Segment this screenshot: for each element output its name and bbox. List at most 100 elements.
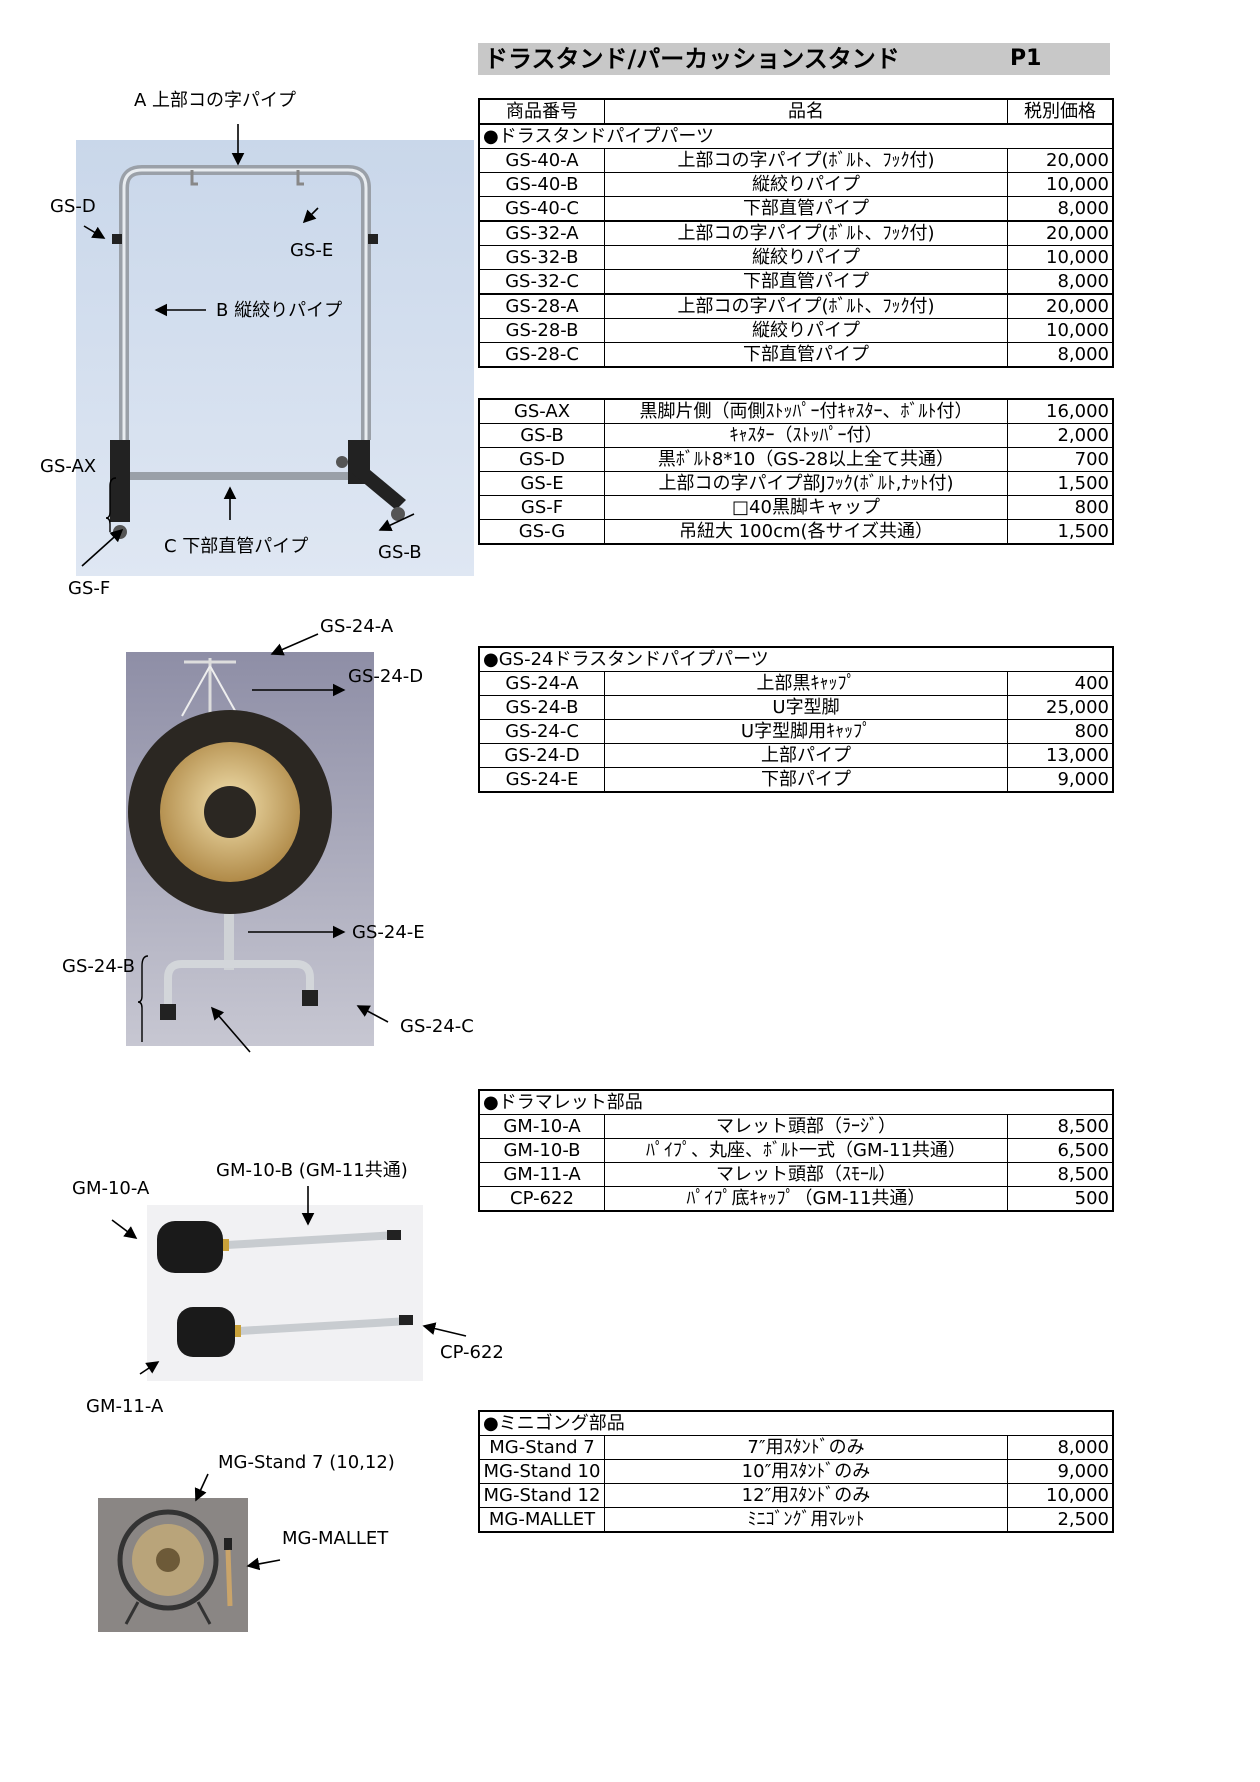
label-gs24-a: GS-24-A (320, 616, 394, 637)
label-gs-b: GS-B (378, 542, 422, 563)
item-code: GS-D (478, 447, 605, 472)
item-price: 13,000 (1007, 743, 1114, 768)
gong-photo (126, 652, 374, 1046)
item-name: ﾐﾆｺﾞﾝｸﾞ用ﾏﾚｯﾄ (604, 1507, 1008, 1533)
item-name: 上部コの字パイプ(ﾎﾞﾙﾄ、ﾌｯｸ付) (604, 220, 1008, 246)
item-code: GS-24-D (478, 743, 605, 768)
item-price: 700 (1007, 447, 1114, 472)
label-c-lower-pipe: C 下部直管パイプ (164, 536, 309, 557)
section-title: ●GS-24ドラスタンドパイプパーツ (478, 646, 1114, 672)
item-name: 上部黒ｷｬｯﾌﾟ (604, 671, 1008, 696)
label-gs-f: GS-F (68, 578, 111, 599)
item-code: MG-Stand 7 (478, 1435, 605, 1460)
item-name: 縦絞りパイプ (604, 245, 1008, 270)
label-mg-mallet: MG-MALLET (282, 1528, 389, 1549)
item-price: 8,000 (1007, 269, 1114, 295)
label-a-top-pipe: A 上部コの字パイプ (134, 90, 297, 111)
label-gm10-b: GM-10-B (GM-11共通) (216, 1160, 408, 1181)
item-name: 10″用ｽﾀﾝﾄﾞのみ (604, 1459, 1008, 1484)
item-price: 9,000 (1007, 1459, 1114, 1484)
item-code: MG-Stand 12 (478, 1483, 605, 1508)
item-code: GS-40-B (478, 172, 605, 197)
item-name: マレット頭部（ｽﾓｰﾙ） (604, 1162, 1008, 1187)
item-price: 20,000 (1007, 293, 1114, 319)
item-code: GS-32-A (478, 220, 605, 246)
item-name: 下部パイプ (604, 767, 1008, 793)
item-price: 10,000 (1007, 172, 1114, 197)
item-price: 800 (1007, 495, 1114, 520)
label-gs-d: GS-D (50, 196, 96, 217)
item-code: GS-32-B (478, 245, 605, 270)
page-number: P1 (1010, 46, 1042, 71)
item-code: GM-11-A (478, 1162, 605, 1187)
section-row: ●GS-24ドラスタンドパイプパーツ (478, 646, 1114, 672)
mallet-photo (147, 1205, 423, 1381)
item-code: CP-622 (478, 1186, 605, 1212)
item-code: GS-32-C (478, 269, 605, 295)
item-price: 8,500 (1007, 1162, 1114, 1187)
item-code: GS-28-C (478, 342, 605, 368)
item-price: 16,000 (1007, 398, 1114, 424)
label-gs24-b: GS-24-B (62, 956, 135, 977)
header-price: 税別価格 (1007, 98, 1114, 125)
title-bar (478, 43, 1110, 75)
item-price: 20,000 (1007, 148, 1114, 173)
item-code: GS-40-A (478, 148, 605, 173)
label-gm10-a: GM-10-A (72, 1178, 150, 1199)
item-code: GS-F (478, 495, 605, 520)
item-name: □40黒脚キャップ (604, 495, 1008, 520)
item-name: 上部コの字パイプ部Jﾌｯｸ(ﾎﾞﾙﾄ,ﾅｯﾄ付) (604, 471, 1008, 496)
label-mg-stand: MG-Stand 7 (10,12) (218, 1452, 395, 1473)
item-price: 25,000 (1007, 695, 1114, 720)
gong-stand-photo (76, 140, 474, 576)
item-name: 縦絞りパイプ (604, 318, 1008, 343)
section-row: ●ミニゴング部品 (478, 1410, 1114, 1436)
section-title: ●ドラスタンドパイプパーツ (478, 123, 1114, 149)
item-name: 下部直管パイプ (604, 342, 1008, 368)
label-cp622: CP-622 (440, 1342, 504, 1363)
item-price: 8,000 (1007, 342, 1114, 368)
label-b-vertical-pipe: B 縦絞りパイプ (216, 300, 343, 321)
section-row: ●ドラスタンドパイプパーツ (478, 123, 1114, 149)
item-code: GS-E (478, 471, 605, 496)
item-price: 10,000 (1007, 318, 1114, 343)
item-price: 1,500 (1007, 519, 1114, 545)
item-name: 縦絞りパイプ (604, 172, 1008, 197)
label-gs24-e: GS-24-E (352, 922, 425, 943)
item-price: 2,500 (1007, 1507, 1114, 1533)
section-title: ●ミニゴング部品 (478, 1410, 1114, 1436)
section-title: ●ドラマレット部品 (478, 1089, 1114, 1115)
item-code: GS-28-B (478, 318, 605, 343)
item-name: 上部パイプ (604, 743, 1008, 768)
item-price: 9,000 (1007, 767, 1114, 793)
item-code: MG-Stand 10 (478, 1459, 605, 1484)
item-name: 上部コの字パイプ(ﾎﾞﾙﾄ、ﾌｯｸ付) (604, 293, 1008, 319)
label-gs-e: GS-E (290, 240, 334, 261)
item-price: 20,000 (1007, 220, 1114, 246)
label-gm11-a: GM-11-A (86, 1396, 164, 1417)
